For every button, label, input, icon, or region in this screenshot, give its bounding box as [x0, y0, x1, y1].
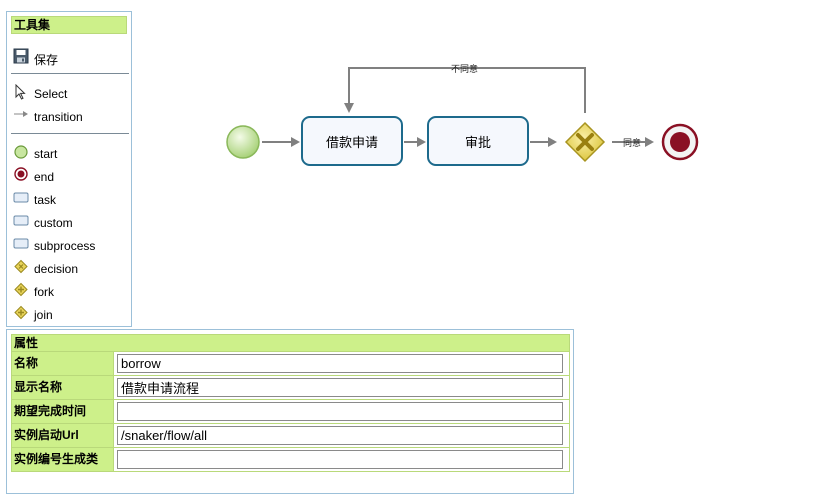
property-cell — [114, 352, 570, 376]
properties-panel: 属性 名称 显示名称 期望完成时间 实例启动Url 实例编号生成类 — [6, 329, 574, 494]
toolbox-item-label: Select — [34, 87, 68, 101]
toolbox-divider — [11, 73, 129, 74]
property-row-instance-url: 实例启动Url — [11, 424, 570, 448]
tool-task[interactable]: task — [11, 190, 129, 210]
transition-label-approve: 同意 — [623, 138, 642, 148]
tool-join[interactable]: join — [11, 305, 129, 325]
toolbox-item-label: end — [34, 170, 55, 184]
tool-decision[interactable]: decision — [11, 259, 129, 279]
toolbox-title: 工具集 — [11, 16, 127, 34]
instance-url-field[interactable] — [117, 426, 563, 445]
end-circle-icon — [14, 167, 28, 181]
end-node[interactable] — [661, 123, 699, 161]
tool-start[interactable]: start — [11, 144, 129, 164]
toolbox-item-label: subprocess — [34, 239, 96, 253]
property-label: 实例编号生成类 — [11, 448, 114, 472]
start-circle-icon — [14, 145, 28, 159]
toolbox-item-label: fork — [34, 285, 55, 299]
save-icon — [13, 48, 29, 64]
save-button[interactable]: 保存 — [11, 48, 129, 68]
fork-diamond-icon — [14, 282, 28, 297]
property-cell — [114, 376, 570, 400]
tool-fork[interactable]: fork — [11, 282, 129, 302]
property-cell — [114, 448, 570, 472]
canvas-svg — [226, 67, 699, 163]
toolbox-item-label: 保存 — [34, 53, 59, 67]
join-diamond-icon — [14, 305, 28, 320]
toolbox-item-label: join — [34, 308, 53, 322]
toolbox-item-label: custom — [34, 216, 73, 230]
tool-custom[interactable]: custom — [11, 213, 129, 233]
custom-rect-icon — [13, 215, 29, 226]
expire-time-field[interactable] — [117, 402, 563, 421]
display-name-field[interactable] — [117, 378, 563, 397]
toolbox-divider — [11, 133, 129, 134]
toolbox-item-label: task — [34, 193, 57, 207]
transition-approve[interactable] — [612, 137, 654, 147]
property-label: 期望完成时间 — [11, 400, 114, 424]
toolbox-item-label: transition — [34, 110, 83, 124]
property-row-display-name: 显示名称 — [11, 376, 570, 400]
start-node[interactable] — [226, 125, 260, 159]
property-label: 名称 — [11, 352, 114, 376]
property-label: 显示名称 — [11, 376, 114, 400]
toolbox-panel: 工具集 保存 Select transition start — [6, 11, 132, 327]
toolbox-item-label: start — [34, 147, 58, 161]
transition-start-to-apply[interactable] — [262, 137, 300, 147]
property-row-expire-time: 期望完成时间 — [11, 400, 570, 424]
transition-apply-to-approve[interactable] — [404, 137, 426, 147]
instance-no-class-field[interactable] — [117, 450, 563, 469]
decision-node[interactable] — [564, 121, 606, 163]
transition-approve-to-decision[interactable] — [530, 137, 557, 147]
decision-diamond-icon — [14, 259, 28, 274]
task-label: 审批 — [464, 134, 491, 150]
toolbox-item-label: decision — [34, 262, 79, 276]
transition-label-reject: 不同意 — [451, 64, 479, 74]
tool-transition[interactable]: transition — [11, 107, 129, 127]
property-label: 实例启动Url — [11, 424, 114, 448]
task-node-apply[interactable]: 借款申请 — [301, 116, 403, 166]
transition-arrow-icon — [14, 111, 28, 117]
process-canvas[interactable]: 借款申请 审批 不同意 同意 — [0, 0, 817, 330]
transition-reject[interactable] — [344, 67, 586, 113]
property-cell — [114, 424, 570, 448]
property-row-name: 名称 — [11, 352, 570, 376]
task-node-approve[interactable]: 审批 — [427, 116, 529, 166]
task-label: 借款申请 — [325, 134, 378, 150]
tool-select[interactable]: Select — [11, 84, 129, 104]
tool-subprocess[interactable]: subprocess — [11, 236, 129, 256]
cursor-arrow-icon — [15, 84, 26, 100]
name-field[interactable] — [117, 354, 563, 373]
property-row-instance-no-class: 实例编号生成类 — [11, 448, 570, 472]
subprocess-rect-icon — [13, 238, 29, 249]
tool-end[interactable]: end — [11, 167, 129, 187]
task-rect-icon — [13, 192, 29, 203]
properties-title: 属性 — [11, 334, 570, 352]
property-cell — [114, 400, 570, 424]
